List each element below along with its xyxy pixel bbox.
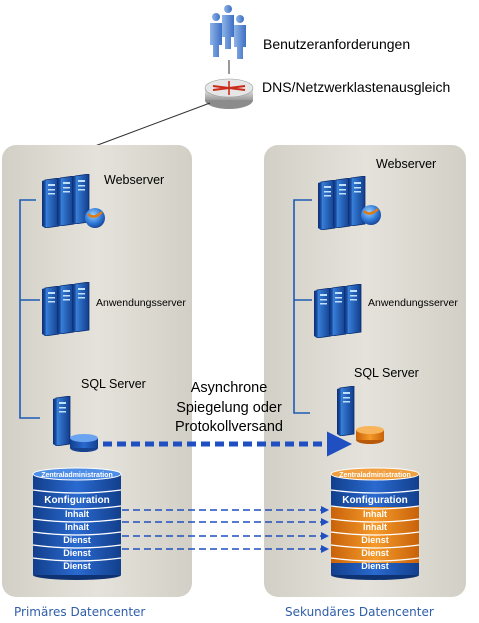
secondary-stack-row: Dienst <box>361 561 389 571</box>
secondary-db-stack: Zentraladministration Konfiguration Inha… <box>330 467 420 580</box>
primary-stack-header: Zentraladministration <box>41 472 113 479</box>
secondary-appserver-icon <box>314 284 362 338</box>
users-icon <box>210 5 246 59</box>
primary-stack-row: Dienst <box>63 548 91 558</box>
primary-sql-server-icon <box>53 396 98 452</box>
secondary-stack-row: Dienst <box>361 535 389 545</box>
router-icon <box>204 78 254 109</box>
replication-label-line2: Spiegelung oder <box>176 400 282 416</box>
primary-datacenter-caption: Primäres Datencenter <box>14 605 145 619</box>
secondary-stack-header: Zentraladministration <box>339 472 411 479</box>
secondary-stack-row: Dienst <box>361 548 389 558</box>
secondary-stack-row: Inhalt <box>363 522 387 532</box>
secondary-sql-label: SQL Server <box>354 366 419 380</box>
primary-stack-row: Dienst <box>63 561 91 571</box>
primary-stack-row: Konfiguration <box>44 495 110 506</box>
secondary-appserver-label: Anwendungsserver <box>368 297 458 309</box>
secondary-stack-row: Inhalt <box>363 509 387 519</box>
primary-tier-bracket <box>19 199 40 419</box>
users-label: Benutzeranforderungen <box>263 36 410 52</box>
dns-label: DNS/Netzwerklastenausgleich <box>262 79 450 95</box>
secondary-datacenter-caption: Sekundäres Datencenter <box>285 605 434 619</box>
primary-appserver-label: Anwendungsserver <box>96 297 186 309</box>
secondary-stack-row: Konfiguration <box>342 495 408 506</box>
primary-stack-row: Inhalt <box>65 509 89 519</box>
primary-webserver-icon <box>42 174 105 228</box>
secondary-webserver-label: Webserver <box>376 157 436 171</box>
secondary-sql-server-icon <box>337 386 384 444</box>
secondary-webserver-icon <box>318 176 381 230</box>
replication-label-line3: Protokollversand <box>175 419 283 435</box>
primary-appserver-icon <box>42 282 90 336</box>
dns-to-primary-connector <box>94 102 211 147</box>
db-replication-arrows <box>122 506 329 553</box>
secondary-tier-bracket <box>293 199 312 414</box>
primary-stack-row: Inhalt <box>65 522 89 532</box>
primary-db-stack: Zentraladministration Konfiguration Inha… <box>32 467 122 580</box>
replication-label-line1: Asynchrone <box>191 380 268 396</box>
primary-sql-label: SQL Server <box>81 377 146 391</box>
primary-webserver-label: Webserver <box>104 173 164 187</box>
primary-stack-row: Dienst <box>63 535 91 545</box>
